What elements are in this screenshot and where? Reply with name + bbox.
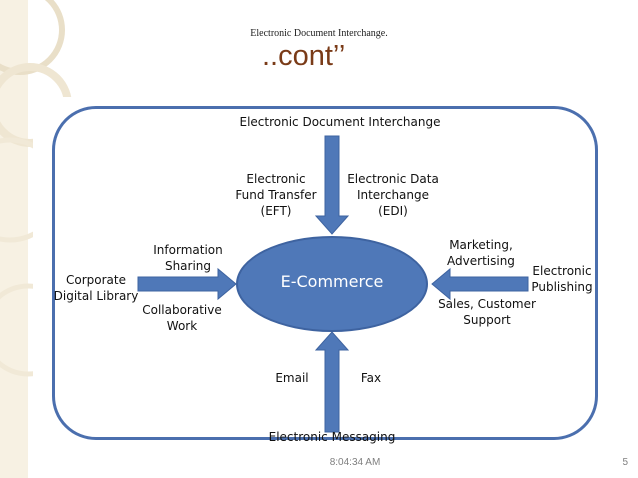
page-number: 5 — [622, 457, 628, 468]
ecommerce-ellipse — [236, 236, 428, 332]
marketing-line1: Marketing, — [449, 238, 513, 252]
label-edi-line1: Electronic Data — [347, 172, 439, 186]
corporate-line2: Digital Library — [53, 289, 139, 303]
label-marketing: Marketing, Advertising — [436, 237, 526, 269]
footer-time: 8:04:34 AM — [329, 457, 381, 468]
label-eft-line3: (EFT) — [260, 204, 292, 218]
label-information-sharing: Information Sharing — [140, 242, 236, 274]
label-edi-line2: Interchange — [356, 188, 430, 202]
decorative-circles — [0, 0, 75, 478]
slide-title: ..cont’’ — [262, 40, 346, 72]
publishing-line1: Electronic — [532, 264, 592, 278]
sales-line1: Sales, Customer — [438, 297, 536, 311]
info-line2: Sharing — [164, 259, 212, 273]
source-corporate-library: Corporate Digital Library — [48, 272, 144, 304]
sales-line2: Support — [463, 313, 511, 327]
diagram-frame — [52, 106, 598, 440]
corporate-line1: Corporate — [66, 273, 126, 287]
label-email: Email — [275, 371, 309, 385]
info-line1: Information — [153, 243, 223, 257]
source-electronic-messaging: Electronic Messaging — [268, 430, 396, 444]
source-edi-document: Electronic Document Interchange — [239, 115, 441, 129]
collab-line1: Collaborative — [142, 303, 222, 317]
label-sales-support: Sales, Customer Support — [432, 296, 542, 328]
source-electronic-publishing: Electronic Publishing — [524, 263, 600, 295]
label-edi-line3: (EDI) — [378, 204, 408, 218]
label-eft: Electronic Fund Transfer (EFT) — [226, 171, 326, 219]
ecommerce-label: E-Commerce — [280, 272, 384, 291]
label-eft-line2: Fund Transfer — [235, 188, 317, 202]
slide-header: Electronic Document Interchange. — [250, 28, 388, 39]
label-eft-line1: Electronic — [246, 172, 306, 186]
label-fax: Fax — [360, 371, 382, 385]
publishing-line2: Publishing — [531, 280, 593, 294]
marketing-line2: Advertising — [447, 254, 515, 268]
label-collaborative-work: Collaborative Work — [134, 302, 230, 334]
collab-line2: Work — [166, 319, 198, 333]
label-edi: Electronic Data Interchange (EDI) — [338, 171, 448, 219]
